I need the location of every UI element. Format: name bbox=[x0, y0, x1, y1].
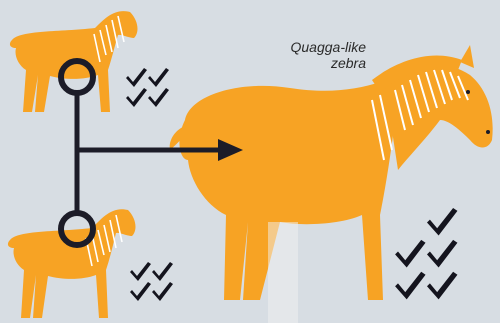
bottom-parent-checks bbox=[130, 262, 173, 301]
check-icon bbox=[130, 282, 151, 301]
bottom-parent-zebra bbox=[8, 209, 136, 318]
caption-line-2: zebra bbox=[291, 55, 367, 71]
offspring-caption: Quagga-like zebra bbox=[291, 39, 367, 71]
check-icon bbox=[427, 272, 457, 300]
check-icon bbox=[148, 88, 169, 107]
check-icon bbox=[427, 240, 457, 268]
check-icon bbox=[152, 282, 173, 301]
check-icon bbox=[130, 262, 151, 281]
check-icon bbox=[148, 68, 169, 87]
check-icon bbox=[152, 262, 173, 281]
top-parent-checks bbox=[126, 68, 169, 107]
caption-line-1: Quagga-like bbox=[291, 39, 367, 55]
check-icon bbox=[126, 88, 147, 107]
offspring-zebra bbox=[170, 45, 493, 300]
check-icon bbox=[126, 68, 147, 87]
offspring-checks bbox=[386, 208, 457, 299]
check-icon bbox=[395, 272, 425, 300]
check-icon bbox=[395, 240, 425, 268]
check-icon bbox=[427, 208, 457, 236]
